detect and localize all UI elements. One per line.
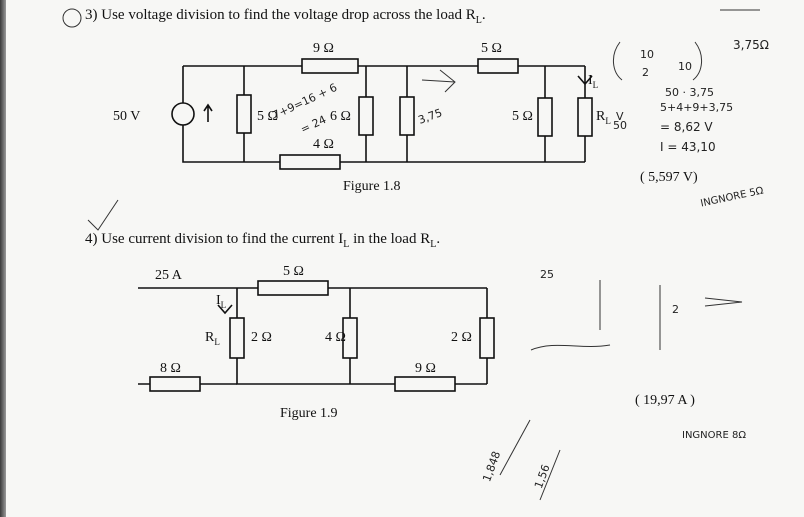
fig19-label-8ohm: 8 Ω — [160, 361, 181, 376]
problem3-suffix: . — [481, 7, 486, 23]
pencil-resistor-sketch — [530, 344, 611, 351]
fig19-label-9ohm: 9 Ω — [415, 361, 436, 376]
circled-mark — [62, 8, 82, 28]
pencil-arrow-icon — [421, 69, 456, 93]
problem4-answer: ( 19,97 A ) — [635, 393, 695, 408]
fig19-load-sub: L — [214, 336, 220, 347]
fig18-resistor-4ohm — [279, 154, 341, 170]
problem3-text: Use voltage division to find the voltage… — [101, 7, 476, 23]
fig18-label-9ohm: 9 Ω — [313, 41, 334, 56]
fig19-label-5ohm: 5 Ω — [283, 264, 304, 279]
fig18-label-6ohm: 6 Ω — [330, 109, 351, 124]
hw-vs: 50 — [613, 119, 627, 132]
fig18-resistor-6ohm — [358, 96, 374, 136]
fig19-resistor-8ohm — [149, 376, 201, 392]
problem3-sub: L — [475, 15, 482, 26]
fig19-current-label: IL — [216, 293, 226, 310]
fig18-resistor-5ohm — [236, 94, 252, 134]
fig18-load-label: RL — [596, 109, 611, 126]
fig18-source-label: 50 V — [113, 109, 141, 124]
fig18-load-letter: R — [596, 109, 606, 124]
fig19-resistor-9ohm — [394, 376, 456, 392]
fig18-resistor-load — [577, 97, 593, 137]
fig19-resistor-2ohm — [479, 317, 495, 359]
fig19-resistor-5ohm — [257, 280, 329, 296]
fig19-label-4ohm: 4 Ω — [325, 330, 346, 345]
fig19-load-letter: R — [205, 330, 215, 345]
fig18-label-5ohm-right: 5 Ω — [512, 109, 533, 124]
fig19-bottom-wire — [236, 288, 487, 385]
problem3-heading: 3) Use voltage division to find the volt… — [85, 7, 486, 26]
fig19-resistor-load — [229, 317, 245, 359]
fig18-load-sub: L — [605, 115, 611, 126]
fig18-current-arrow — [577, 75, 593, 86]
problem4-heading: 4) Use current division to find the curr… — [85, 231, 440, 250]
checkmark-icon — [87, 199, 119, 231]
fig19-resistor-4ohm — [342, 317, 358, 359]
problem4-sub2: L — [430, 239, 437, 250]
fig18-current-sub: L — [592, 79, 599, 90]
fig19-label-2ohm: 2 Ω — [251, 330, 272, 345]
problem4-text2: in the load R — [349, 231, 431, 247]
hw-n2: 2 — [642, 66, 649, 79]
hw-n25: 25 — [540, 268, 554, 281]
fig18-resistor-5ohm-top — [477, 58, 519, 74]
fig18-resistor-5ohm-right — [537, 97, 553, 137]
fig18-label-5ohm-top: 5 Ω — [481, 41, 502, 56]
fig19-label-2ohm-right: 2 Ω — [451, 330, 472, 345]
pencil-arrow-right-icon — [704, 297, 743, 307]
fig19-caption: Figure 1.9 — [280, 406, 338, 421]
hw-n2: 2 — [672, 303, 679, 316]
fig18-label-5ohm: 5 Ω — [257, 109, 278, 124]
pencil-vertical-marks — [599, 280, 661, 350]
hw-result1: 3,75Ω — [733, 38, 769, 52]
fig18-resistor-par — [399, 96, 415, 136]
hw-ignore2: INGNORE 8Ω — [682, 430, 746, 441]
page-edge-shadow — [0, 0, 6, 517]
problem4-sub: L — [343, 239, 350, 250]
hw-n3: 10 — [678, 60, 692, 73]
problem4-suffix: . — [436, 231, 441, 247]
fig18-source-arrow — [203, 103, 213, 122]
problem3-number: 3) — [85, 7, 98, 23]
hw-calc1: 50 · 3,75 — [665, 86, 714, 99]
hw-calc3: = 8,62 V — [660, 120, 713, 134]
hw-calc2: 5+4+9+3,75 — [660, 101, 734, 114]
hw-calc4: I = 43,10 — [660, 140, 716, 154]
pencil-parentheses — [613, 41, 702, 81]
fig19-current-letter: I — [216, 293, 221, 308]
hw-n1: 10 — [640, 48, 654, 61]
problem4-number: 4) — [85, 231, 98, 247]
hw-vout: V — [616, 110, 624, 123]
fig18-voltage-source — [171, 102, 195, 126]
fig19-source-label: 25 A — [155, 268, 182, 283]
fig18-label-4ohm: 4 Ω — [313, 137, 334, 152]
fig18-current-letter: I — [588, 73, 593, 88]
fig18-bottom-wire — [182, 66, 585, 163]
fig18-resistor-9ohm — [301, 58, 359, 74]
fig18-caption: Figure 1.8 — [343, 179, 401, 194]
fig19-load-label: RL — [205, 330, 220, 347]
problem3-answer: ( 5,597 V) — [640, 170, 698, 185]
pencil-scribble-lines — [499, 419, 561, 501]
fig19-current-sub: L — [220, 299, 227, 310]
fig19-current-arrow — [217, 304, 233, 315]
fig18-current-label: IL — [588, 73, 598, 90]
problem4-text: Use current division to find the current… — [101, 231, 344, 247]
